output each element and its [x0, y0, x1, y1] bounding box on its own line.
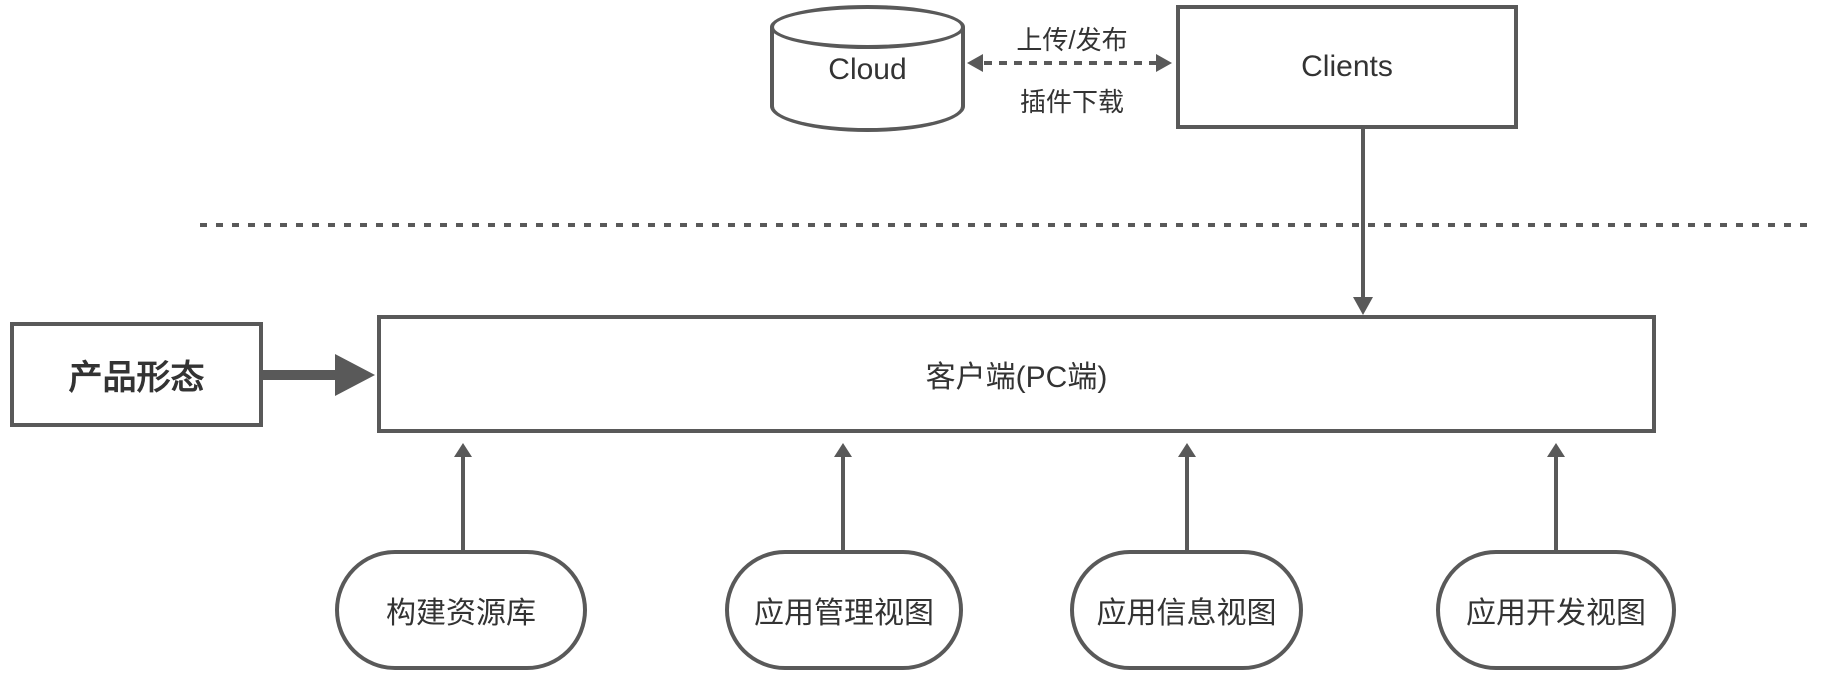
- module-app-info-view: 应用信息视图: [1070, 550, 1303, 670]
- cloud-cylinder: Cloud: [770, 5, 965, 132]
- clients-box: Clients: [1176, 5, 1518, 129]
- product-form-label: 产品形态: [68, 359, 205, 397]
- sync-arrow-left-head-icon: [967, 54, 983, 72]
- clients-label: Clients: [1301, 50, 1393, 83]
- module-app-info-arrow-line: [1185, 456, 1189, 550]
- sync-arrow-line: [984, 61, 1158, 65]
- upload-publish-label: 上传/发布: [1016, 25, 1128, 55]
- plugin-download-label: 插件下载: [1019, 87, 1124, 117]
- product-form-arrow-head-icon: [335, 354, 375, 396]
- boundary-dashed-line: [200, 223, 1810, 227]
- clients-to-pc-arrow-line: [1361, 129, 1365, 299]
- module-app-dev-arrow-line: [1554, 456, 1558, 550]
- module-app-management-arrow-head-icon: [834, 443, 852, 457]
- module-build-repo-arrow-head-icon: [454, 443, 472, 457]
- sync-arrow-right-head-icon: [1156, 54, 1172, 72]
- product-form-box: 产品形态: [10, 322, 263, 427]
- product-form-arrow-line: [263, 370, 337, 380]
- module-app-dev-label: 应用开发视图: [1466, 597, 1646, 630]
- module-build-repo-label: 构建资源库: [386, 597, 536, 630]
- module-app-management-label: 应用管理视图: [754, 597, 934, 630]
- cloud-label: Cloud: [828, 53, 907, 86]
- module-app-management-arrow-line: [841, 456, 845, 550]
- module-app-management-view: 应用管理视图: [725, 550, 963, 670]
- pc-client-bar: 客户端(PC端): [377, 315, 1656, 433]
- module-app-info-arrow-head-icon: [1178, 443, 1196, 457]
- cloud-cylinder-top-ellipse: [770, 5, 965, 49]
- pc-client-label: 客户端(PC端): [925, 361, 1108, 394]
- module-build-repo-arrow-line: [461, 456, 465, 550]
- module-build-repo: 构建资源库: [335, 550, 587, 670]
- clients-to-pc-arrow-head-icon: [1353, 297, 1373, 315]
- module-app-dev-arrow-head-icon: [1547, 443, 1565, 457]
- module-app-dev-view: 应用开发视图: [1436, 550, 1676, 670]
- module-app-info-label: 应用信息视图: [1096, 597, 1277, 630]
